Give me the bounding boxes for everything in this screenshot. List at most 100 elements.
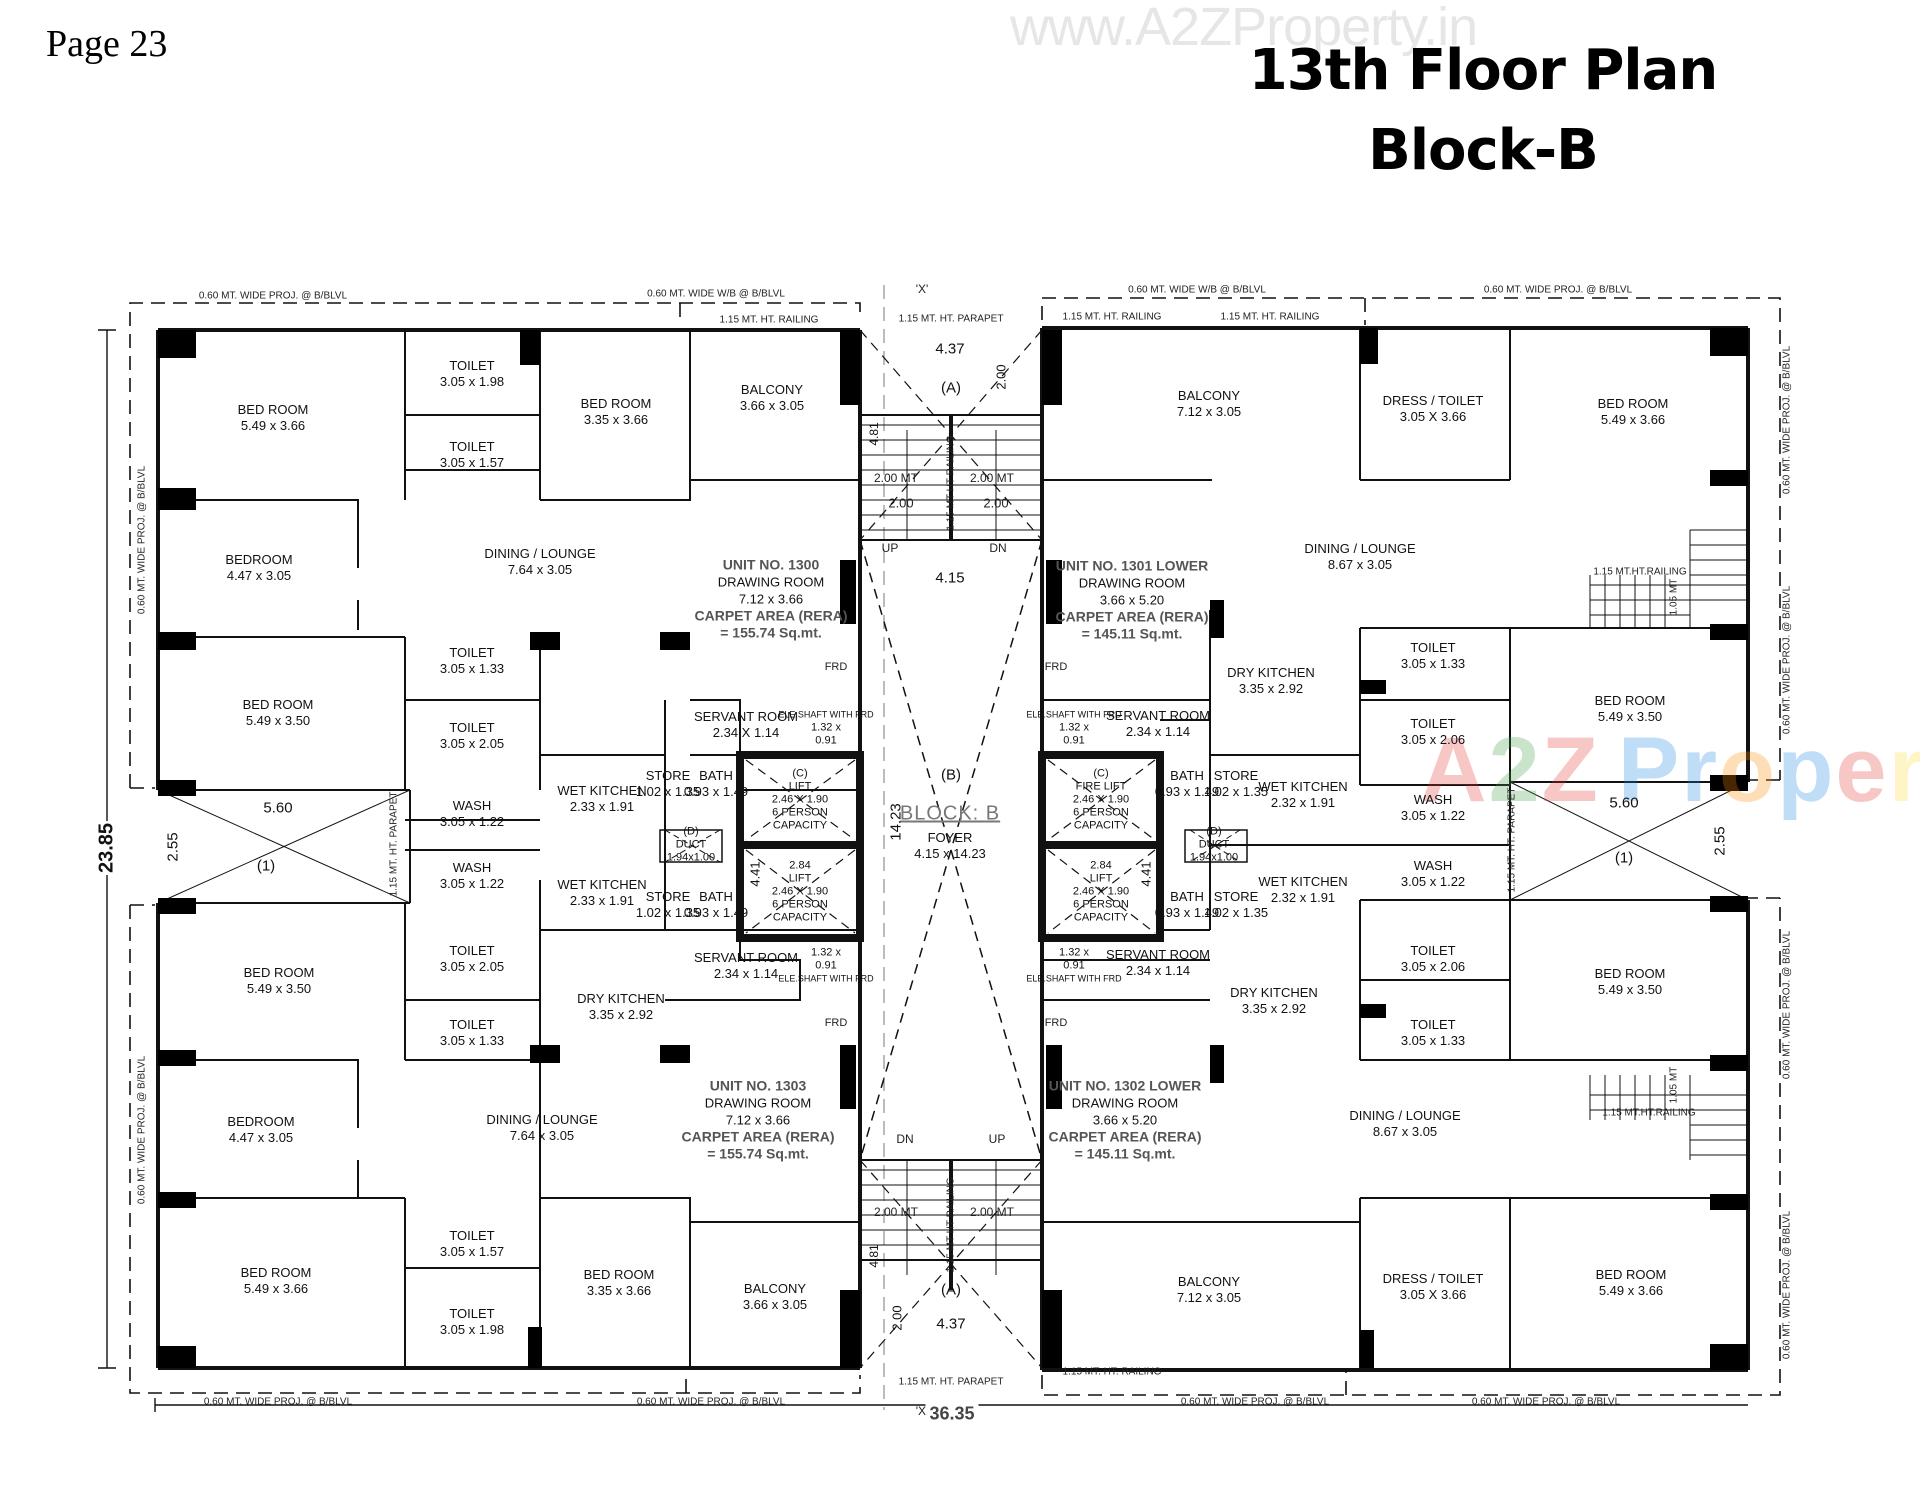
room-size: 3.05 x 1.22: [1400, 808, 1466, 823]
room-name: WASH: [1413, 858, 1453, 873]
railing-note-stair-right: 1.15 MT.HT.RAILING: [1593, 566, 1687, 578]
room-name: WET KITCHEN: [1258, 874, 1348, 889]
room-size: 2.32 x 1.91: [1270, 890, 1336, 905]
room-size: 3.35 x 3.66: [583, 412, 649, 427]
room-name: TOILET: [1410, 716, 1456, 731]
duct-size: 1.94x1.00: [666, 851, 716, 864]
foyer-label: FOYER 4.15 x 14.23: [914, 830, 986, 861]
stair-run-left-bottom: 2.00 MT: [873, 1205, 919, 1219]
ele-shaft-right-upper: ELE.SHAFT WITH FRD 1.32 x 0.91: [1026, 709, 1122, 747]
room-size: 3.05 x 1.57: [439, 455, 505, 470]
room-name: TOILET: [449, 358, 495, 373]
ele-shaft-left-upper: ELE.SHAFT WITH FRD 1.32 x 0.91: [778, 709, 874, 747]
room-name: TOILET: [1410, 943, 1456, 958]
room-name: STORE: [645, 768, 691, 783]
room-name: BED ROOM: [240, 1265, 312, 1280]
frd-label-left-lower: FRD: [824, 1017, 848, 1029]
room-size: 3.35 x 2.92: [588, 1007, 654, 1022]
stair-half-left: 2.00: [888, 495, 914, 511]
room-name: BED ROOM: [1597, 396, 1669, 411]
overall-height-dim: 23.85: [95, 820, 119, 876]
foyer-length-dim: 14.23: [887, 803, 905, 841]
block-title: Block-B: [1368, 118, 1599, 183]
stair-105-note: 1.05 MT: [1668, 578, 1680, 616]
stair-flight-dim: 4.81: [867, 422, 881, 446]
stair-run-right: 2.00 MT: [969, 471, 1015, 485]
frd-label-left: FRD: [824, 661, 848, 673]
room-size: 2.34 X 1.14: [712, 725, 780, 740]
room-name: DINING / LOUNGE: [1349, 1108, 1461, 1123]
room-size: 3.05 x 1.57: [439, 1244, 505, 1259]
room-size: 1.02 x 1.35: [635, 905, 701, 920]
frd-label-right: FRD: [1044, 661, 1068, 673]
room-name: WASH: [1413, 792, 1453, 807]
stair-run-right-bottom: 2.00 MT: [969, 1205, 1015, 1219]
room-size: 7.12 x 3.05: [1176, 404, 1242, 419]
room-size: 5.49 x 3.50: [1597, 982, 1663, 997]
duct-tag: (D): [683, 825, 699, 838]
foyer-tag: (B): [941, 766, 961, 784]
room-name: BEDROOM: [227, 1114, 295, 1129]
ele-shaft-left-lower: 1.32 x 0.91 ELE.SHAFT WITH FRD: [778, 946, 874, 984]
cutout-right-width: 5.60: [1609, 794, 1639, 812]
watermark-letter: Z: [1541, 719, 1600, 821]
unit-1300-label: UNIT NO. 1300 DRAWING ROOM 7.12 x 3.66 C…: [694, 556, 848, 641]
room-name: SERVANT ROOM: [693, 709, 799, 724]
room-name: BED ROOM: [583, 1267, 655, 1282]
proj-note-left-lower: 0.60 MT. WIDE PROJ. @ B/BLVL: [136, 1055, 148, 1205]
stair-105-note-lower: 1.05 MT: [1668, 1066, 1680, 1104]
proj-note-top-right: 0.60 MT. WIDE PROJ. @ B/BLVL: [1483, 284, 1633, 296]
proj-note-bottom-center: 0.60 MT. WIDE PROJ. @ B/BLVL: [636, 1396, 786, 1408]
proj-note-bottom-right-a: 0.60 MT. WIDE PROJ. @ B/BLVL: [1180, 1396, 1330, 1408]
room-size: 7.64 x 3.05: [509, 1128, 575, 1143]
room-size: 2.32 x 1.91: [1270, 795, 1336, 810]
watermark-letter: r: [1888, 719, 1920, 821]
room-size: 3.66 x 3.05: [742, 1297, 808, 1312]
stair-bottom-dim: 4.37: [936, 1315, 966, 1333]
cutout-left-width: 5.60: [263, 799, 293, 817]
section-marker-top: 'X': [915, 282, 929, 296]
room-size: 7.12 x 3.05: [1176, 1290, 1242, 1305]
room-size: 1.02 x 1.35: [1203, 905, 1269, 920]
proj-note-bottom-right-b: 0.60 MT. WIDE PROJ. @ B/BLVL: [1471, 1396, 1621, 1408]
railing-note-top-left: 1.15 MT. HT. RAILING: [719, 314, 819, 326]
plan-title: 13th Floor Plan: [1248, 38, 1718, 103]
room-name: TOILET: [1410, 640, 1456, 655]
room-size: 2.33 x 1.91: [569, 799, 635, 814]
room-size: 8.67 x 3.05: [1372, 1124, 1438, 1139]
room-size: 3.05 x 1.22: [1400, 874, 1466, 889]
stair-half-right: 2.00: [983, 495, 1009, 511]
overall-width-dim: 36.35: [925, 1403, 979, 1425]
room-size: 7.64 x 3.05: [507, 562, 573, 577]
railing-note-top-right-a: 1.15 MT. HT. RAILING: [1062, 311, 1162, 323]
stair-bottom-tag: (A): [941, 1281, 961, 1299]
wb-note-top-left: 0.60 MT. WIDE W/B @ B/BLVL: [647, 288, 785, 300]
